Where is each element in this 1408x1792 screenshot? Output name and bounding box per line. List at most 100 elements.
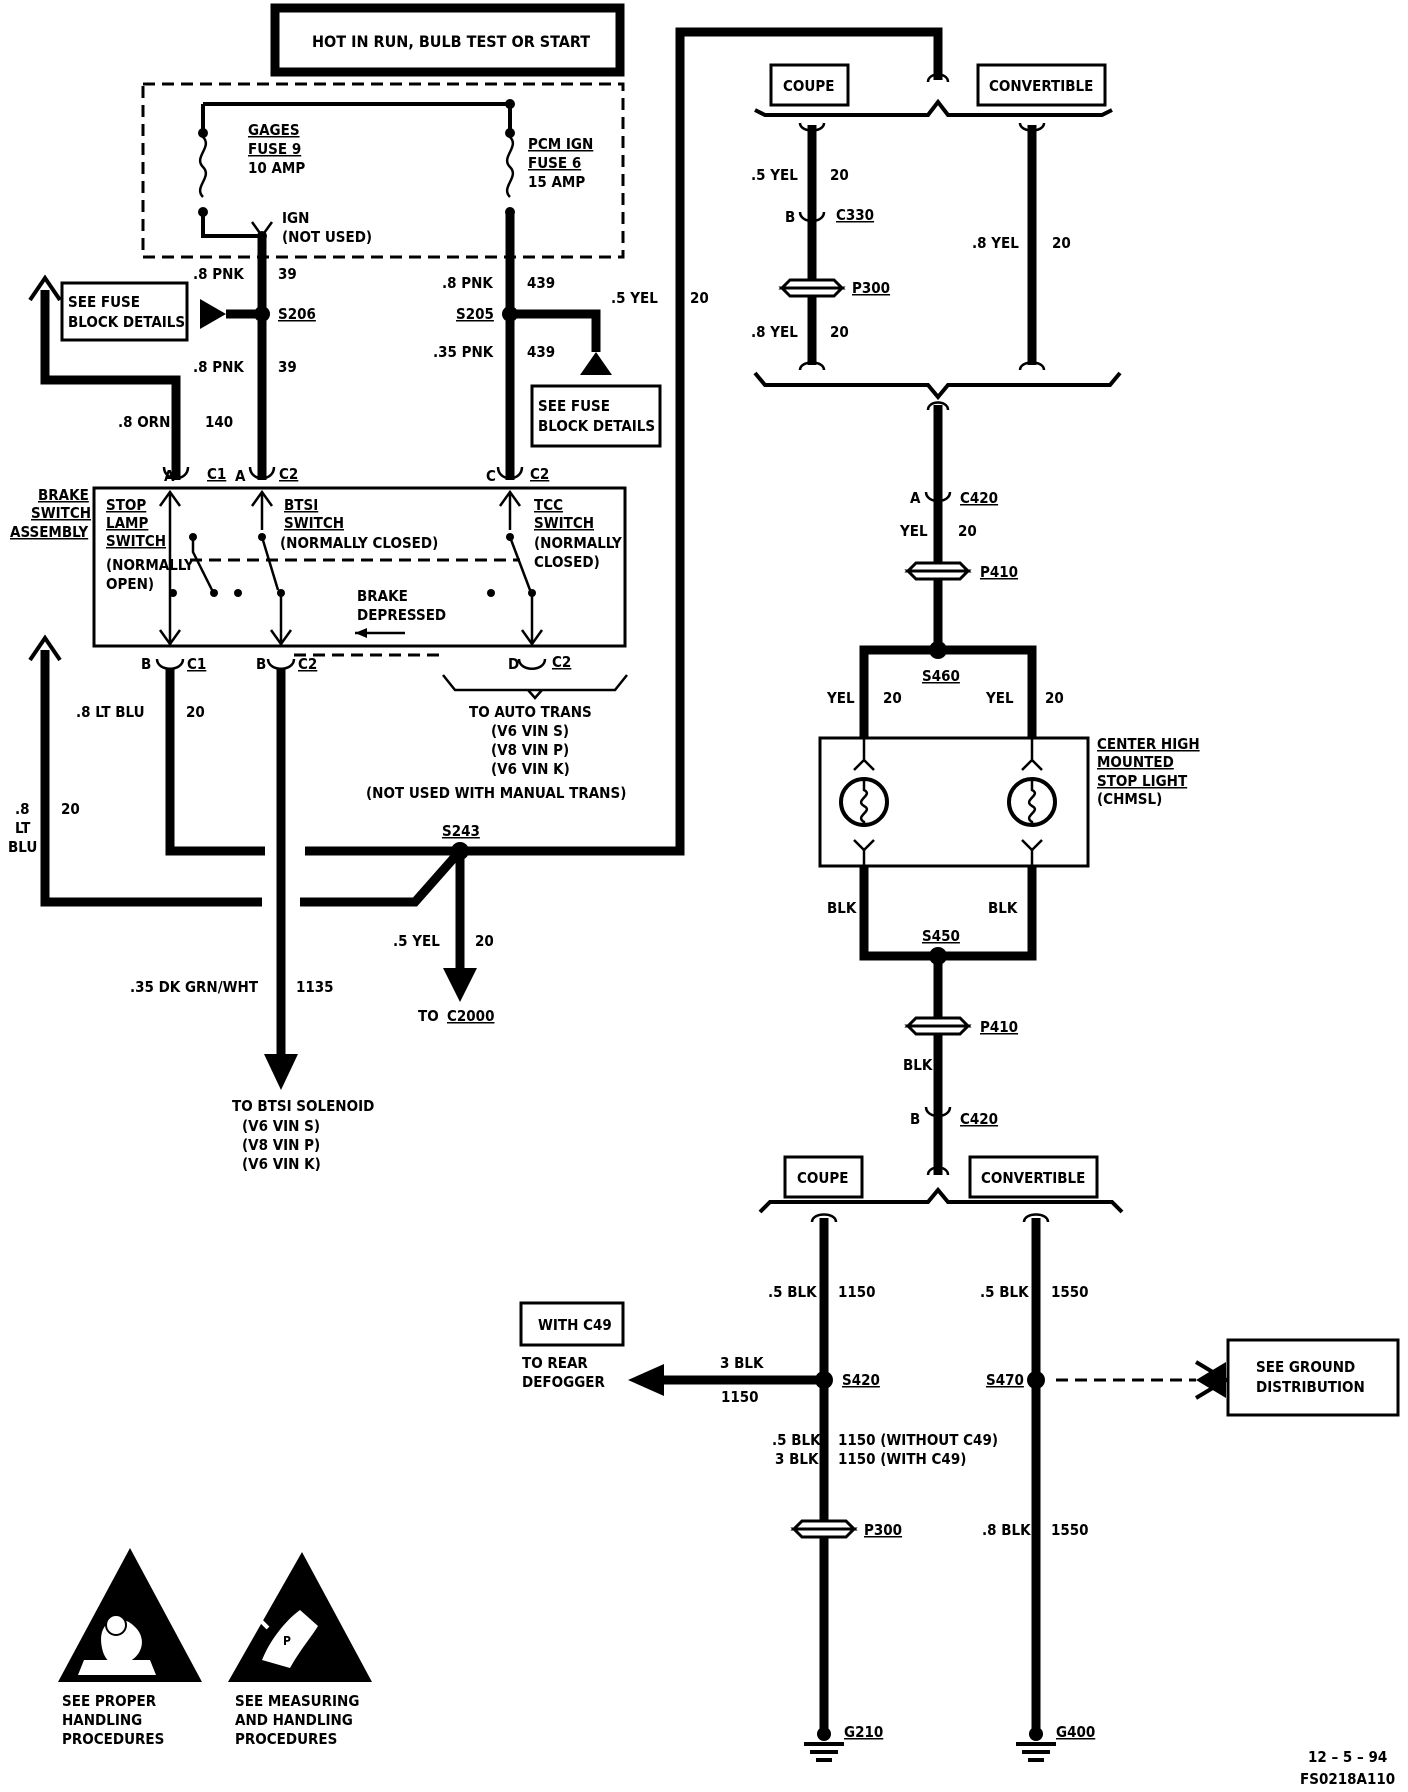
p410-bottom [904, 1016, 972, 1036]
to-btsi-1: TO BTSI SOLENOID [232, 1097, 374, 1115]
blk-p410-label: BLK [903, 1056, 933, 1074]
c420b-name: C420 [960, 1110, 998, 1128]
see-ground-1: SEE GROUND [1256, 1358, 1355, 1376]
p300-bottom [790, 1519, 858, 1539]
yel-c420-size: YEL [899, 522, 928, 540]
sw-top-1-name: C1 [207, 465, 226, 483]
blk-left-label: BLK [827, 899, 857, 917]
splice-s420-label: S420 [842, 1371, 880, 1389]
sw-bot-2-pin: B [256, 655, 266, 673]
stop-lamp-5: OPEN) [106, 575, 154, 593]
handling-2: HANDLING [62, 1711, 142, 1729]
btsi-switch [234, 489, 293, 647]
to-c2000-prefix: TO [418, 1007, 439, 1025]
sw-top-2-name: C2 [279, 465, 298, 483]
see-fuse-left-line2: BLOCK DETAILS [68, 313, 185, 331]
p410-top [904, 561, 972, 581]
measuring-1: SEE MEASURING [235, 1692, 359, 1710]
btsi-3: (NORMALLY CLOSED) [280, 534, 438, 552]
splice-s243-label: S243 [442, 822, 480, 840]
coupe-yel-top-circuit: 20 [830, 166, 849, 184]
esd-measuring-warning-icon: P [228, 1552, 372, 1682]
gages-fuse [198, 104, 262, 238]
ground-g400 [1016, 1727, 1056, 1762]
footer-code: FS0218A110 [1300, 1770, 1395, 1788]
tcc-3: (NORMALLY [534, 534, 622, 552]
power-banner: HOT IN RUN, BULB TEST OR START [270, 3, 625, 77]
wire-ltblu-left-size2: LT [15, 819, 31, 837]
sw-bot-3-name: C2 [552, 653, 571, 671]
conv-blk-top-circuit: 1550 [1051, 1283, 1089, 1301]
convertible-label-top: CONVERTIBLE [989, 77, 1093, 95]
splice-s470 [1027, 1371, 1045, 1389]
auto-trans-5: (NOT USED WITH MANUAL TRANS) [366, 784, 626, 802]
to-btsi-2: (V6 VIN S) [242, 1117, 320, 1135]
conv-blk-bot-circuit: 1550 [1051, 1521, 1089, 1539]
stop-lamp-switch [158, 489, 218, 647]
wire-pnk39-top-size: .8 PNK [193, 265, 244, 283]
tcc-4: CLOSED) [534, 553, 600, 571]
yel-left-circuit: 20 [883, 689, 902, 707]
yel-right-circuit: 20 [1045, 689, 1064, 707]
to-btsi-4: (V6 VIN K) [242, 1155, 321, 1173]
blk-right-label: BLK [988, 899, 1018, 917]
yel-left-size: YEL [826, 689, 855, 707]
auto-trans-3: (V8 VIN P) [491, 741, 569, 759]
see-fuse-left-line1: SEE FUSE [68, 293, 140, 311]
wire-pnk439-bot-size: .35 PNK [433, 343, 494, 361]
ign-label: IGN [282, 209, 309, 227]
wire-pnk39-top-circuit: 39 [278, 265, 297, 283]
gages-rating: 10 AMP [248, 159, 305, 177]
convertible-label-bot: CONVERTIBLE [981, 1169, 1085, 1187]
body-style-top [754, 63, 1113, 117]
switch-top-connectors [162, 466, 524, 480]
tcc-1: TCC [534, 496, 563, 514]
see-fuse-right-line2: BLOCK DETAILS [538, 417, 655, 435]
sw-top-2-pin: A [235, 467, 246, 485]
coupe-blk-mid1-circuit: 1150 (WITHOUT C49) [838, 1431, 998, 1449]
splice-s460 [929, 641, 947, 659]
stop-lamp-3: SWITCH [106, 532, 166, 550]
p300-top [778, 278, 846, 298]
yel-c420-circuit: 20 [958, 522, 977, 540]
wire-ltblu20-circuit: 20 [186, 703, 205, 721]
esd-handling-warning-icon [58, 1548, 202, 1682]
chmsl-3: STOP LIGHT [1097, 772, 1188, 790]
wire-ltblu-left-size3: BLU [8, 838, 37, 856]
measuring-icon-glyph: P [283, 1634, 291, 1648]
wire-ltblu-left-size1: .8 [15, 800, 30, 818]
g210-label: G210 [844, 1723, 883, 1741]
measuring-2: AND HANDLING [235, 1711, 353, 1729]
coupe-yel-top-size: .5 YEL [751, 166, 798, 184]
see-fuse-right-line1: SEE FUSE [538, 397, 610, 415]
wire-orn140-circuit: 140 [205, 413, 233, 431]
gages-fuse-number: FUSE 9 [248, 140, 301, 158]
stop-lamp-2: LAMP [106, 514, 148, 532]
body-style-bottom [758, 1155, 1124, 1214]
splice-s460-label: S460 [922, 667, 960, 685]
auto-trans-2: (V6 VIN S) [491, 722, 569, 740]
wire-pnk39-bot-circuit: 39 [278, 358, 297, 376]
coupe-blk-mid2-circuit: 1150 (WITH C49) [838, 1450, 966, 1468]
footer-date: 12 – 5 – 94 [1308, 1748, 1387, 1766]
sw-top-3-name: C2 [530, 465, 549, 483]
handling-1: SEE PROPER [62, 1692, 157, 1710]
conv-yel-size: .8 YEL [972, 234, 1019, 252]
rear-defogger-2: DEFOGGER [522, 1373, 605, 1391]
p410-top-label: P410 [980, 563, 1018, 581]
chmsl-2: MOUNTED [1097, 753, 1174, 771]
coupe-yel-bot-circuit: 20 [830, 323, 849, 341]
to-btsi-3: (V8 VIN P) [242, 1136, 320, 1154]
p300-bottom-label: P300 [864, 1521, 902, 1539]
wire-yel20-feed-circuit: 20 [690, 289, 709, 307]
handling-3: PROCEDURES [62, 1730, 164, 1748]
defog-blk-circuit: 1150 [721, 1388, 759, 1406]
sw-bot-1-name: C1 [187, 655, 206, 673]
stop-lamp-1: STOP [106, 496, 146, 514]
wire-dkgrn-size: .35 DK GRN/WHT [130, 978, 259, 996]
with-c49-box [519, 1301, 625, 1347]
stop-lamp-4: (NORMALLY [106, 556, 194, 574]
conv-blk-top-size: .5 BLK [980, 1283, 1029, 1301]
c420a-name: C420 [960, 489, 998, 507]
